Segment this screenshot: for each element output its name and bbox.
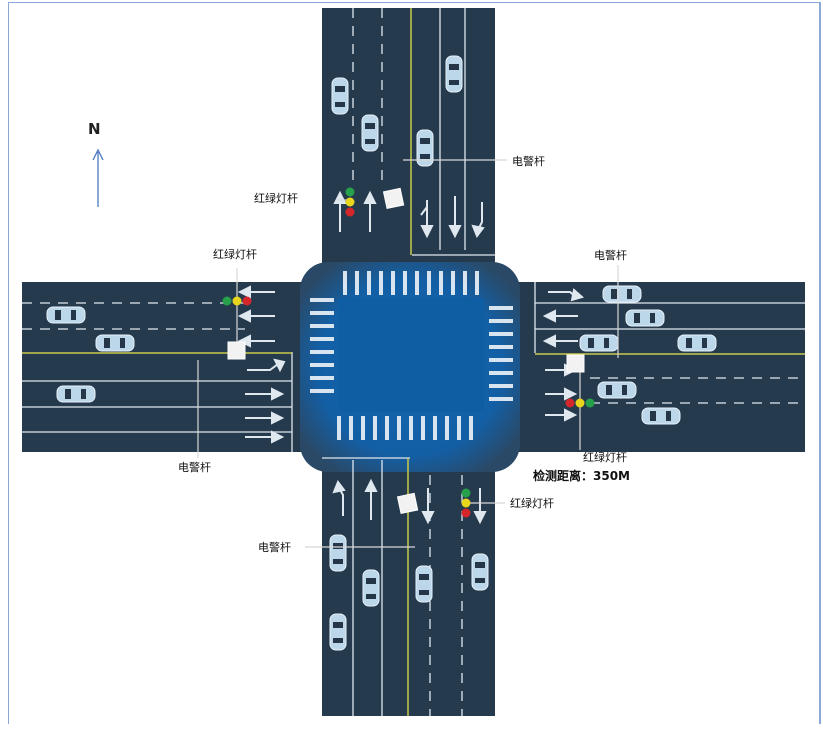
pole-leader-lines xyxy=(197,159,619,548)
car xyxy=(46,306,86,324)
north-label: N xyxy=(88,120,101,138)
signal-pole-label-north: 红绿灯杆 xyxy=(254,192,298,205)
police-pole-label-north: 电警杆 xyxy=(512,155,545,168)
intersection-core xyxy=(338,298,484,412)
north-road xyxy=(322,8,495,282)
car xyxy=(677,334,717,352)
car xyxy=(362,569,380,607)
crosswalk-east xyxy=(489,306,513,401)
car xyxy=(416,129,434,167)
car xyxy=(415,565,433,603)
crosswalk-north xyxy=(343,271,479,295)
police-pole-label-west: 电警杆 xyxy=(178,461,211,474)
car xyxy=(471,553,489,591)
car xyxy=(331,77,349,115)
crosswalk-west xyxy=(310,298,334,393)
diagram-frame xyxy=(8,2,821,724)
car xyxy=(602,285,642,303)
car xyxy=(95,334,135,352)
car xyxy=(445,55,463,93)
signal-east xyxy=(565,398,595,408)
signal-south xyxy=(461,488,471,518)
car xyxy=(641,407,681,425)
car xyxy=(579,334,619,352)
east-road xyxy=(495,282,805,452)
signal-north xyxy=(345,187,355,217)
car xyxy=(56,385,96,403)
west-lane-arrows xyxy=(237,285,286,444)
signal-west xyxy=(222,296,252,306)
police-camera-boxes xyxy=(227,187,585,515)
north-lane-lines xyxy=(352,8,495,256)
signal-pole-label-east: 红绿灯杆 xyxy=(583,451,627,464)
detection-distance: 检测距离：350M xyxy=(533,469,630,483)
police-pole-label-east: 电警杆 xyxy=(594,249,627,262)
signal-pole-label-south: 红绿灯杆 xyxy=(510,497,554,510)
south-lane-arrows xyxy=(332,478,487,525)
signal-pole-label-west: 红绿灯杆 xyxy=(213,248,257,261)
west-lane-lines xyxy=(22,302,293,452)
north-arrow-icon xyxy=(92,148,104,207)
east-lane-lines xyxy=(534,282,805,404)
cars xyxy=(46,55,717,651)
crosswalk-south xyxy=(337,416,473,440)
car xyxy=(329,613,347,651)
car xyxy=(597,381,637,399)
car xyxy=(361,114,379,152)
police-pole-label-south: 电警杆 xyxy=(258,541,291,554)
car xyxy=(625,309,665,327)
car xyxy=(329,534,347,572)
